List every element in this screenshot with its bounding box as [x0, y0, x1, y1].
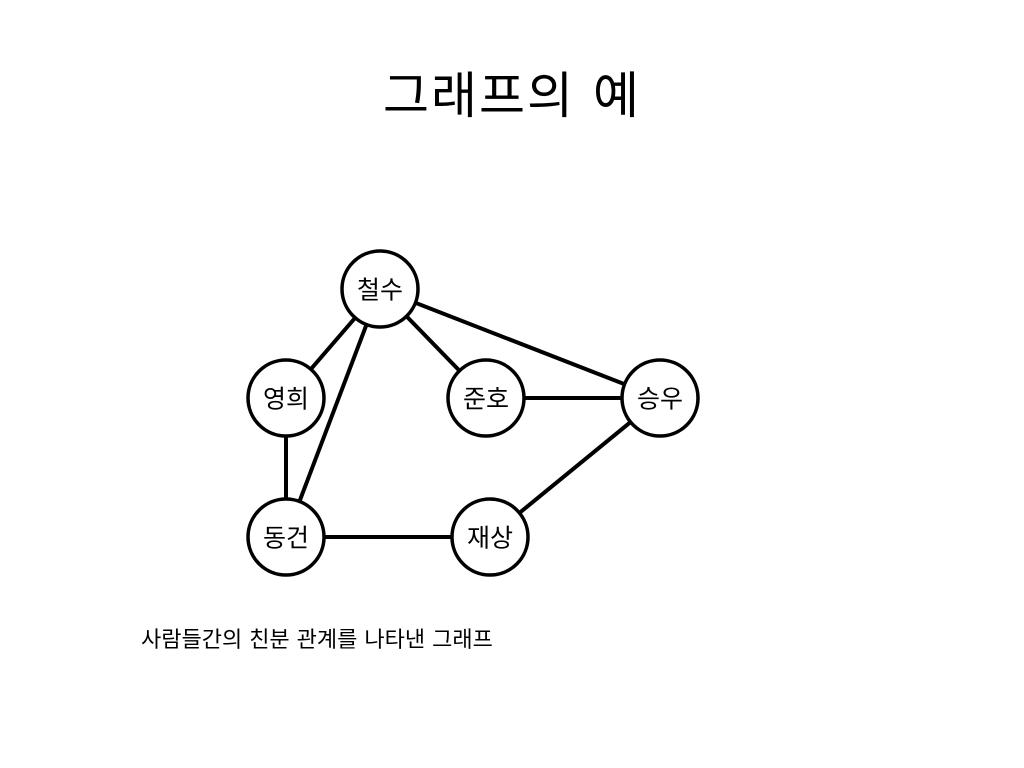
- node-label: 승우: [637, 385, 683, 414]
- edge-cheolsu-seungwoo: [379, 287, 661, 400]
- node-cheolsu: 철수: [340, 249, 420, 329]
- node-label: 동건: [263, 524, 309, 553]
- node-circle: [620, 358, 700, 438]
- node-junho: 준호: [446, 358, 526, 438]
- node-circle: [446, 358, 526, 438]
- graph-caption: 사람들간의 친분 관계를 나타낸 그래프: [141, 628, 493, 653]
- node-label: 재상: [467, 524, 513, 553]
- slide-title: 그래프의 예: [383, 67, 641, 125]
- node-jaesang: 재상: [450, 497, 530, 577]
- node-label: 철수: [357, 276, 403, 305]
- edge-cheolsu-donggeon: [284, 288, 382, 538]
- node-donggeon: 동건: [246, 497, 326, 577]
- node-circle: [246, 358, 326, 438]
- node-circle: [450, 497, 530, 577]
- node-circle: [340, 249, 420, 329]
- node-label: 영희: [263, 385, 309, 414]
- node-seungwoo: 승우: [620, 358, 700, 438]
- node-circle: [246, 497, 326, 577]
- node-younghee: 영희: [246, 358, 326, 438]
- node-label: 준호: [463, 385, 509, 414]
